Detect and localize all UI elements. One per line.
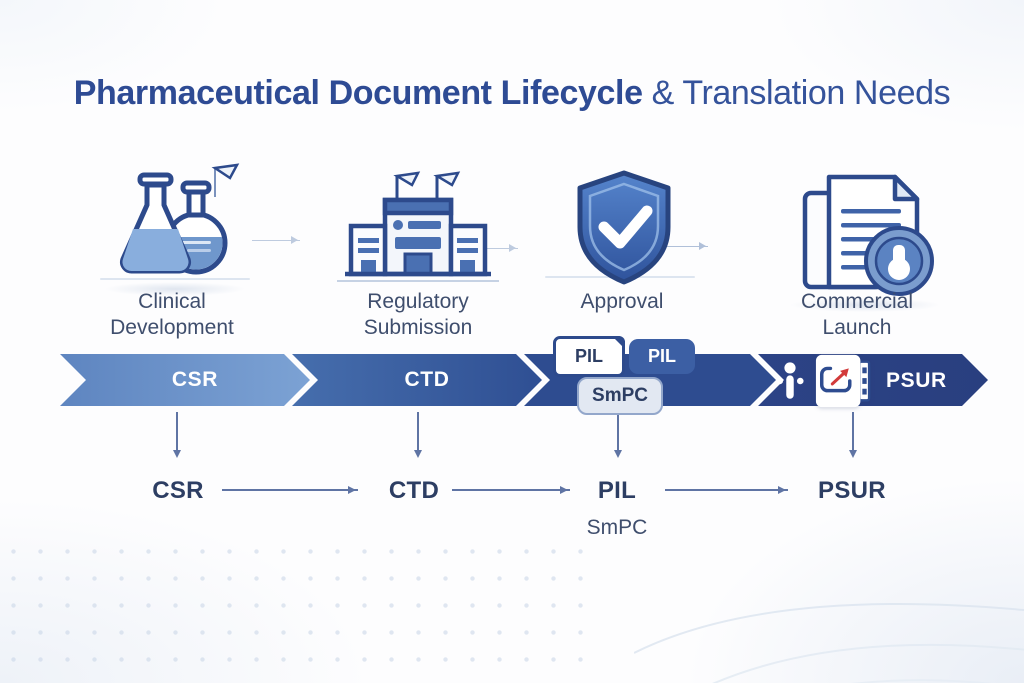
connector-arrow-icon (478, 244, 518, 252)
flow-arrow (665, 486, 788, 494)
down-arrow (614, 412, 622, 458)
pil-blue-label: PIL (647, 346, 676, 366)
icon-shadow (105, 282, 245, 296)
chevron-clinical (60, 354, 310, 406)
wave-lines (634, 603, 1024, 683)
smpc-label: SmPC (592, 385, 648, 406)
dot-pattern (0, 538, 590, 683)
stage-label-line1: Commercial (800, 290, 913, 313)
stage-label-clinical-development: Clinical Development (52, 289, 292, 341)
chevron-regulatory (292, 354, 542, 406)
smpc-document-card: SmPC (577, 377, 663, 415)
government-building-icon (337, 171, 499, 282)
down-arrow (414, 412, 422, 458)
ground-line (100, 278, 250, 280)
down-arrow (173, 412, 181, 458)
renewal-card-icon (815, 354, 871, 408)
connector-arrow-icon (660, 242, 708, 250)
stage-label-line1: Approval (580, 290, 664, 313)
connector-arrow-icon (252, 236, 300, 244)
chevron-commercial (758, 354, 988, 406)
stage-label-line2: Launch (822, 316, 892, 339)
shield-check-icon (577, 170, 671, 285)
stage-label-line2: Development (110, 316, 234, 339)
pil-document-card-blue: PIL (629, 339, 695, 374)
page-title: Pharmaceutical Document Lifecycle & Tran… (0, 74, 1024, 113)
stage-label-line1: Clinical (138, 290, 206, 313)
title-bold: Pharmaceutical Document Lifecycle (73, 74, 643, 112)
psur-chevron-content: PSUR (776, 350, 990, 412)
title-regular: & Translation Needs (642, 74, 951, 112)
chevron-label-ctd: CTD (404, 368, 450, 391)
stage-label-commercial-launch: Commercial Launch (737, 289, 977, 341)
stage-label-line1: Regulatory (367, 290, 469, 313)
chevron-label-csr: CSR (171, 368, 219, 391)
stage-label-regulatory-submission: Regulatory Submission (298, 289, 538, 341)
documents-badge-icon (802, 174, 934, 296)
flow-sublabel-smpc: SmPC (586, 516, 648, 539)
pil-white-label: PIL (574, 346, 603, 366)
pil-document-card-white: PIL (553, 336, 625, 377)
stage-label-line2: Submission (363, 316, 473, 339)
chevron-label-psur: PSUR (886, 369, 947, 392)
person-icon (776, 362, 804, 399)
flow-label-csr: CSR (152, 477, 204, 504)
flow-label-pil: PIL (597, 477, 637, 504)
down-arrow (849, 412, 857, 458)
stage-label-approval: Approval (502, 289, 742, 315)
flow-arrow (222, 486, 358, 494)
icon-shadow (790, 298, 940, 312)
flow-arrow (452, 486, 570, 494)
flow-label-ctd: CTD (388, 477, 440, 504)
lab-flasks-icon (120, 163, 240, 275)
flow-label-psur: PSUR (818, 477, 886, 504)
dogear-corner (612, 336, 625, 349)
